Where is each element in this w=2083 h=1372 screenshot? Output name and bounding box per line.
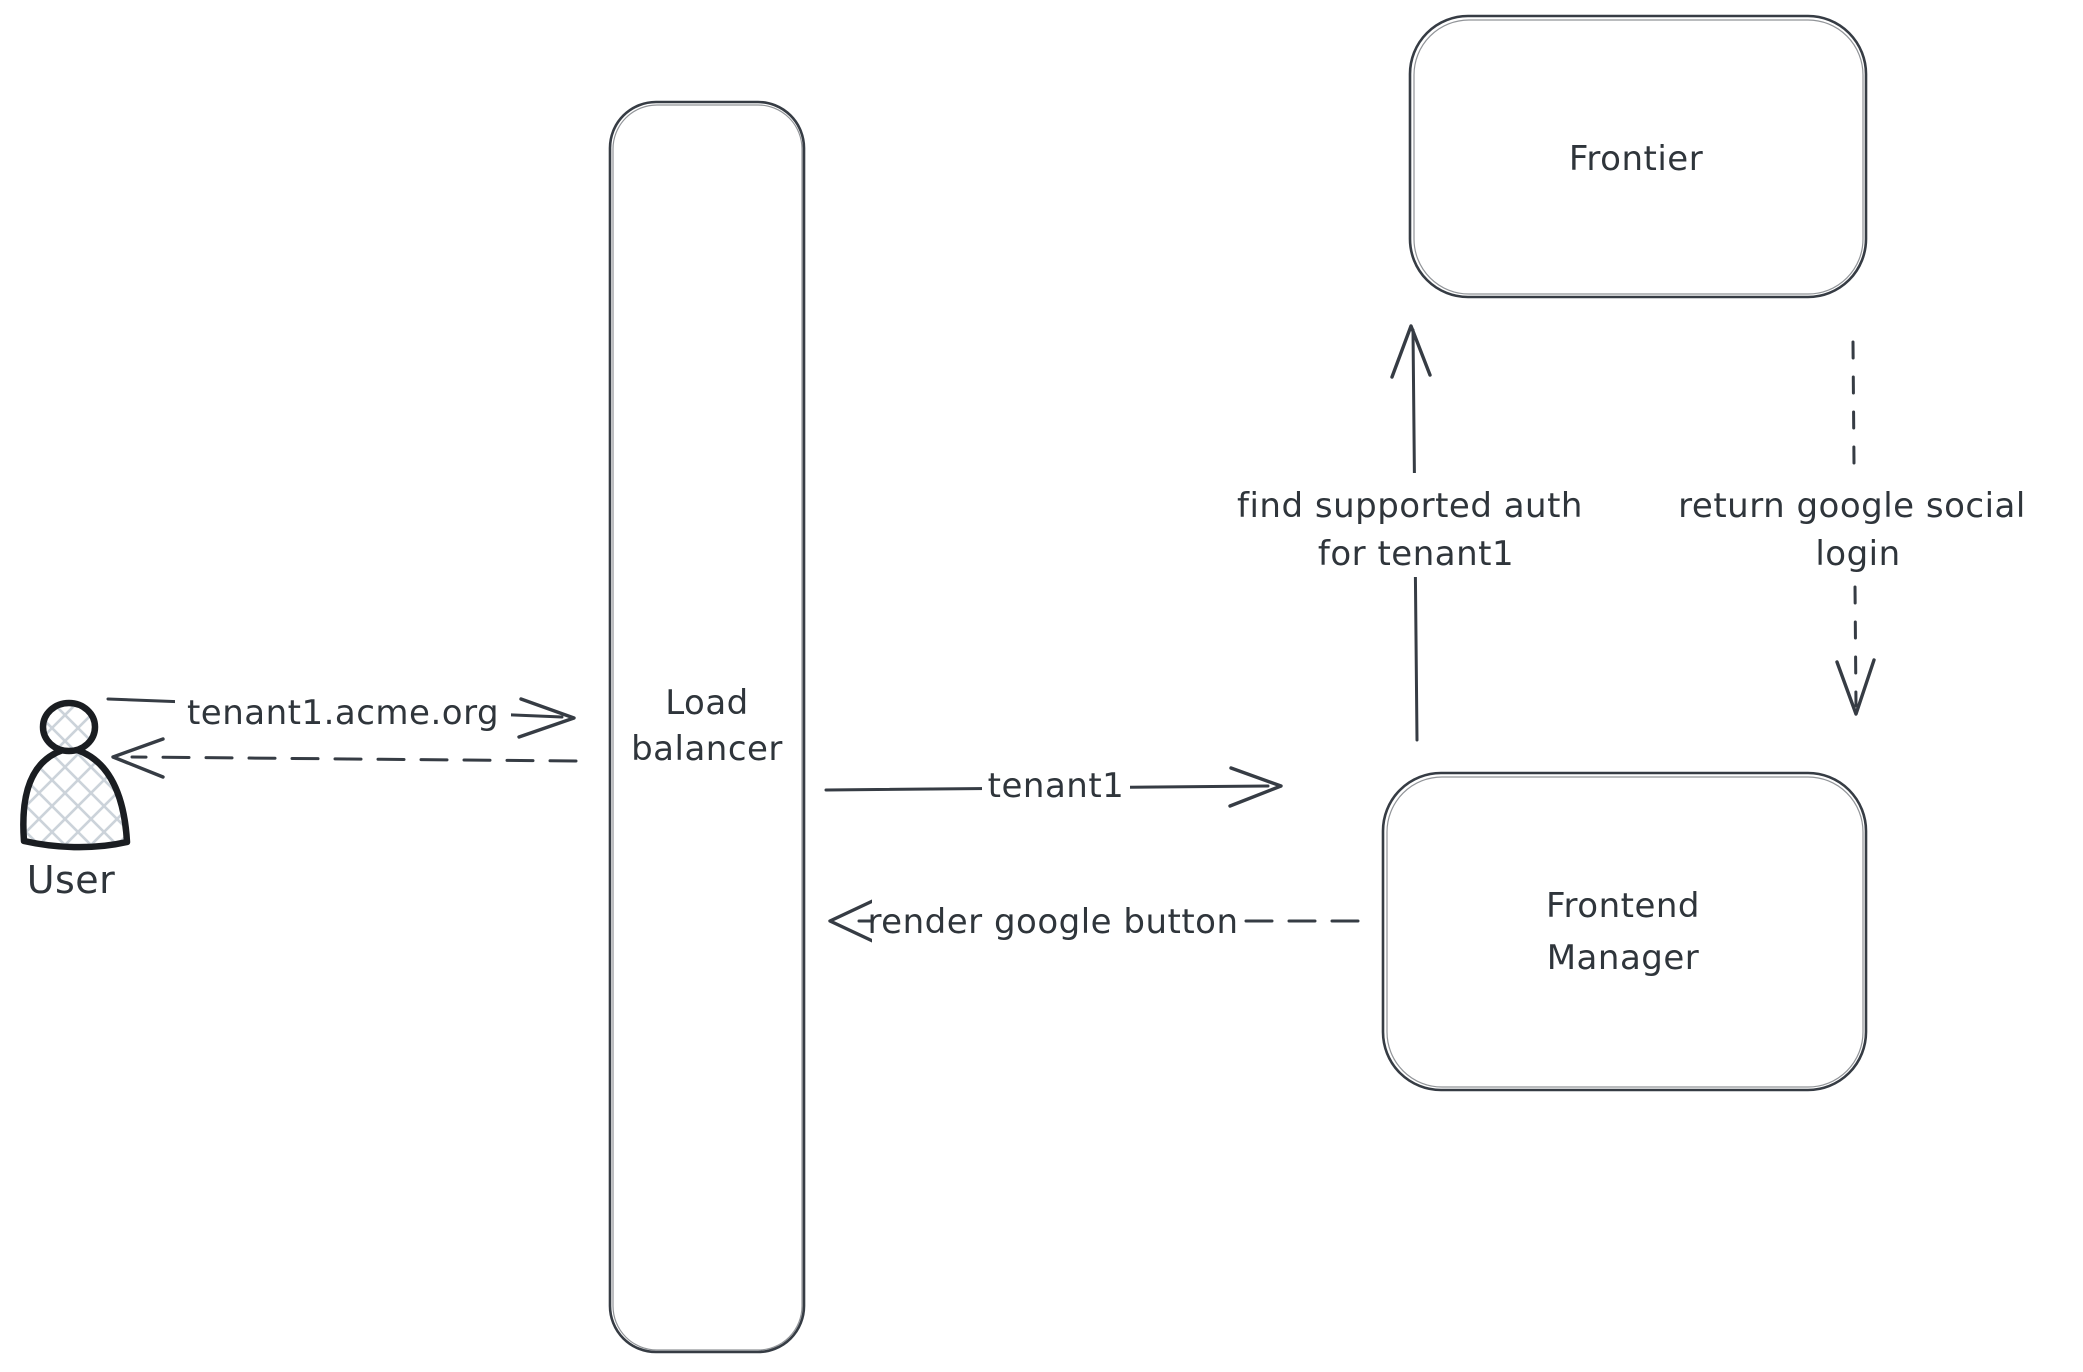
frontier-node: Frontier (1408, 14, 1868, 299)
label-bg (872, 892, 1234, 950)
load-balancer-label-line2: balancer (631, 729, 783, 769)
edge-label-text: render google button (867, 902, 1238, 942)
label-bg (175, 682, 511, 736)
frontend-manager-label-line2: Manager (1547, 938, 1700, 978)
label-bg (1652, 473, 2054, 577)
edge-lb-to-fm-arrowhead-icon (1228, 766, 1283, 808)
label-bg (1203, 473, 1618, 577)
edge-label-text: tenant1 (988, 766, 1125, 806)
load-balancer-node: Load balancer (608, 100, 806, 1354)
user-label: User (27, 858, 116, 902)
frontend-manager-box (1381, 771, 1868, 1092)
edge-frontier-to-fm-arrowhead-icon (1835, 658, 1876, 716)
frontier-label: Frontier (1569, 139, 1703, 179)
edge-label-text-line2: for tenant1 (1318, 534, 1514, 574)
load-balancer-label-line1: Load (665, 683, 749, 723)
frontend-manager-label-line1: Frontend (1546, 886, 1700, 926)
edge-frontend-manager-to-load-balancer (828, 896, 1360, 946)
edge-fm-to-lb-arrowhead-icon (828, 896, 881, 946)
frontend-manager-node: Frontend Manager (1381, 771, 1868, 1092)
frontier-box-sketch-echo (1413, 19, 1864, 295)
edge-label-text-line1: find supported auth (1237, 486, 1583, 526)
user-head-icon (39, 699, 99, 755)
edge-user-to-lb-arrowhead-icon (517, 697, 576, 739)
edge-label-text-line1: return google social (1678, 486, 2026, 526)
edge-label-render-google-button: render google button (867, 892, 1238, 950)
edge-label-text-line2: login (1815, 534, 1900, 574)
edge-label-text: tenant1.acme.org (187, 693, 499, 733)
edge-label-find-supported-auth: find supported auth for tenant1 (1203, 473, 1618, 577)
load-balancer-box (608, 100, 806, 1354)
user-body-icon (20, 744, 131, 851)
frontend-manager-box-sketch-echo (1386, 776, 1864, 1088)
edge-label-tenant1-acme-org: tenant1.acme.org (175, 682, 511, 736)
edge-load-balancer-to-user (111, 737, 578, 779)
label-bg (982, 760, 1130, 810)
edge-lb-to-user-line (130, 755, 578, 763)
edge-label-tenant1: tenant1 (982, 760, 1130, 810)
edge-fm-to-frontier-arrowhead-icon (1390, 324, 1432, 379)
frontier-box (1408, 14, 1868, 299)
edge-lb-to-user-arrowhead-icon (111, 737, 165, 779)
load-balancer-box-sketch-echo (612, 104, 803, 1351)
edge-label-return-google-social-login: return google social login (1652, 473, 2054, 577)
user-actor: User (20, 699, 131, 902)
